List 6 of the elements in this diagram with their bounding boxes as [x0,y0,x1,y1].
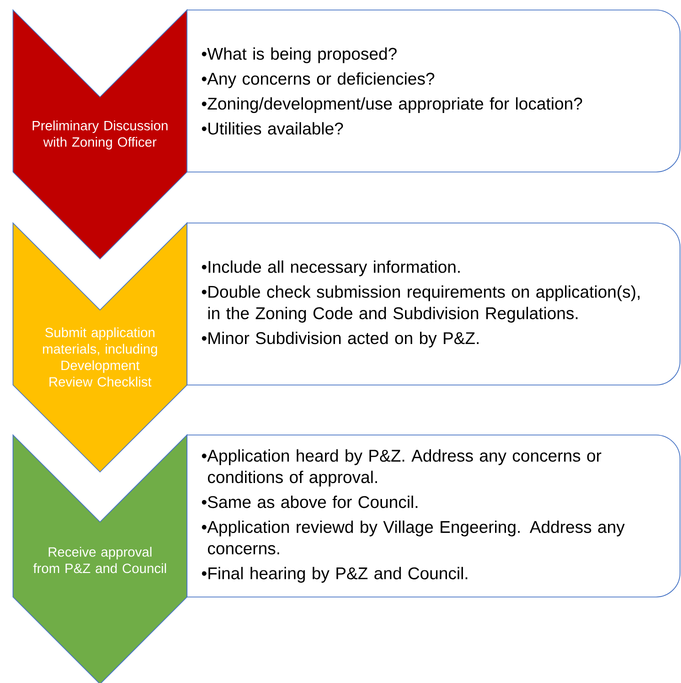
chevron-step: Receive approval from P&Z and Council [12,434,188,683]
bullet-list-box: •Include all necessary information. •Double check submission requirements on application(s), in the Zoning Code and Subdivision Regulations. •Minor Subdivision acted on by P&Z. [186,222,680,386]
bullet-list-box: •What is being proposed? •Any concerns or deficiencies? •Zoning/development/use appropriate for location? •Utilities available? [186,10,680,172]
chevron-step: Submit application materials, including Development Review Checklist [12,222,188,473]
bullet-list-box: •Application heard by P&Z. Address any concerns or conditions of approval. •Same as above for Council. •Application reviewd by Village Engeering. Address any concerns. •Final hearing by P&Z and Council. [186,434,680,598]
chevron-step: Preliminary Discussion with Zoning Officer [12,9,188,260]
